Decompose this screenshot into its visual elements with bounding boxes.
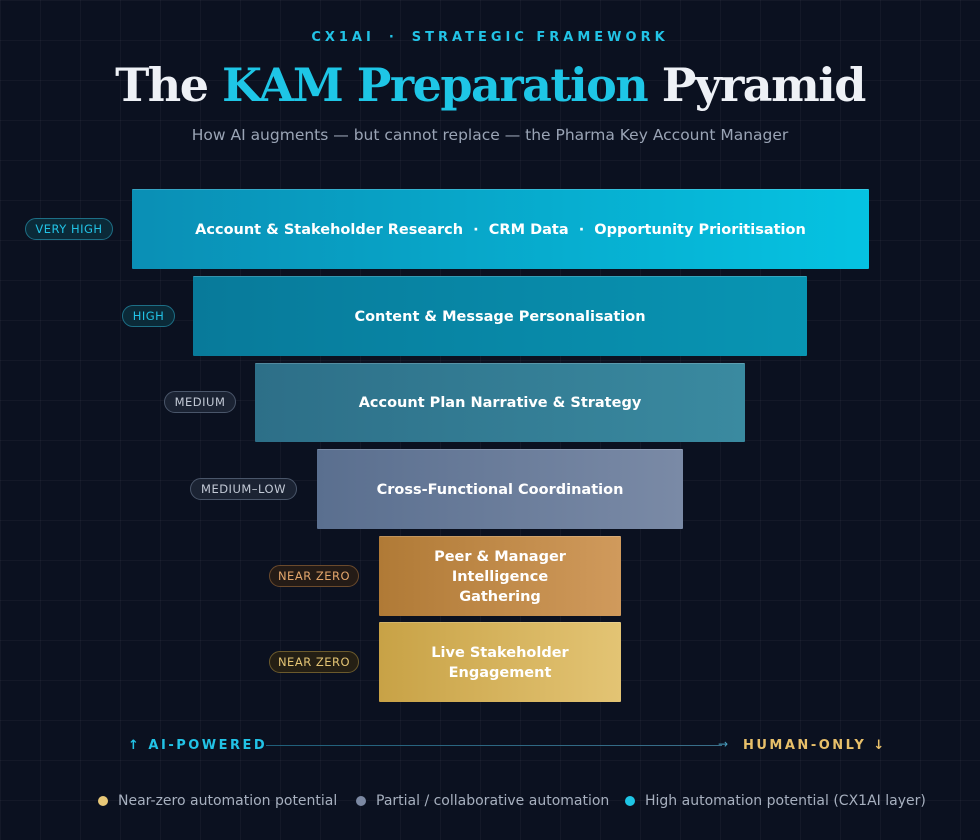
legend-swatch-gold [98,796,108,806]
level-badge-very-high: VERY HIGH [25,218,113,240]
level-badge-near-zero-peer: NEAR ZERO [269,565,359,587]
legend-label: High automation potential (CX1AI layer) [645,793,926,809]
axis-ai-powered-label: ↑ AI-POWERED [128,738,268,753]
level-badge-near-zero-live: NEAR ZERO [269,651,359,673]
brand-label: CX1AI [311,30,375,45]
legend-swatch-slate [356,796,366,806]
title-highlight: KAM Preparation [222,58,649,112]
legend-label: Partial / collaborative automation [376,793,610,809]
tier-account-plan: Account Plan Narrative & Strategy [255,363,745,442]
title-pre: The [115,58,223,112]
axis-human-only-label: HUMAN-ONLY ↓ [743,738,887,753]
arrow-right-icon: → [718,737,729,751]
axis-line [266,745,722,746]
legend-item-high: High automation potential (CX1AI layer) [625,793,926,809]
eyebrow: CX1AI · STRATEGIC FRAMEWORK [0,30,980,45]
subtitle: How AI augments — but cannot replace — t… [191,126,789,144]
tier-peer-intelligence: Peer & Manager Intelligence Gathering [379,536,621,616]
legend-label: Near-zero automation potential [118,793,338,809]
eyebrow-separator: · [388,30,398,45]
title-post: Pyramid [647,58,867,112]
page-title: The KAM Preparation Pyramid [0,58,980,112]
level-badge-medium-low: MEDIUM–LOW [190,478,297,500]
tier-cross-functional: Cross-Functional Coordination [317,449,683,529]
tier-content-personalisation: Content & Message Personalisation [193,276,807,356]
legend-swatch-cyan [625,796,635,806]
tier-live-engagement: Live Stakeholder Engagement [379,622,621,702]
section-label: STRATEGIC FRAMEWORK [411,30,669,45]
tier-research: Account & Stakeholder Research · CRM Dat… [132,189,869,269]
level-badge-medium: MEDIUM [164,391,236,413]
legend-item-partial: Partial / collaborative automation [356,793,609,809]
legend-item-near-zero: Near-zero automation potential [98,793,337,809]
level-badge-high: HIGH [122,305,175,327]
